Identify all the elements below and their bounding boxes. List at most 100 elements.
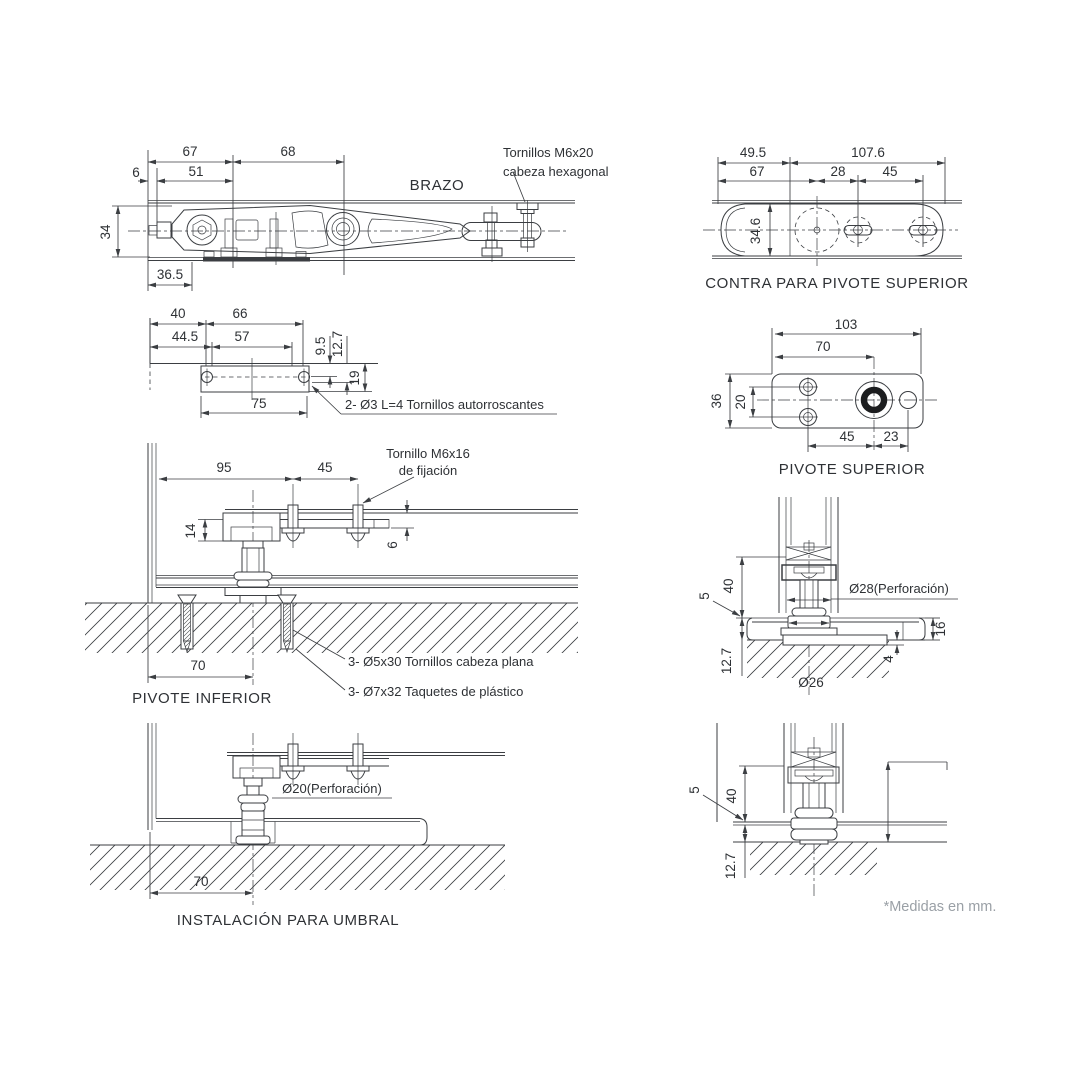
detinf-sill [736, 617, 926, 641]
placa-dimensions [149, 320, 557, 418]
arm-mount-bar [461, 200, 542, 262]
dim-4: 4 [881, 655, 896, 663]
view-title-pivote-inferior: PIVOTE INFERIOR [132, 690, 272, 707]
callout-tornillo-m6x16: Tornillo M6x16 [386, 446, 470, 461]
dim-45-pivsup: 45 [839, 429, 854, 444]
floor-screw-right [277, 594, 297, 654]
pivinf-fixing-bolts [281, 484, 370, 548]
arm-hex-bolt [186, 214, 218, 246]
detumb-bracket [787, 766, 840, 784]
detumb-bottom-rail [790, 747, 837, 768]
dim-28: 28 [830, 164, 845, 179]
dim-107-6: 107.6 [851, 145, 885, 160]
pivot-pin [860, 386, 888, 414]
dim-44-5: 44.5 [172, 329, 198, 344]
arm-pin [148, 221, 172, 239]
dim-45-pivinf: 45 [317, 460, 332, 475]
callout-de-fijacion: de fijación [399, 463, 458, 478]
dim-75: 75 [251, 396, 266, 411]
view-detalle-pivote-inferior: Ø28(Perforación) 5 40 12.7 16 4 Ø26 [697, 497, 958, 695]
dim-51: 51 [188, 164, 203, 179]
view-pivote-inferior: 95 45 14 6 70 Tornillo M6x16 de fijación… [85, 443, 578, 707]
dim-6: 6 [132, 165, 140, 180]
dim-23: 23 [883, 429, 898, 444]
dim-34-6: 34.6 [748, 218, 763, 244]
dim-20: 20 [733, 394, 748, 409]
view-title-umbral: INSTALACIÓN PARA UMBRAL [177, 912, 399, 929]
view-contra-pivote-superior: 49.5 107.6 67 28 45 34.6 CONTRA PARA PIV… [703, 145, 968, 292]
callout-tornillos-cabeza-plana: 3- Ø5x30 Tornillos cabeza plana [348, 654, 534, 669]
dim-70-pivinf: 70 [190, 658, 205, 673]
floor-hatch [85, 603, 578, 653]
dim-19: 19 [347, 370, 362, 385]
dim-12-7-detinf: 12.7 [719, 648, 734, 674]
callout-tornillos-m6x20: Tornillos M6x20 [503, 145, 593, 160]
units-note: *Medidas en mm. [884, 899, 997, 915]
umbral-sill [156, 818, 428, 846]
detumb-pivot-stack [790, 782, 838, 845]
dim-5-detumb: 5 [687, 786, 702, 794]
dim-67: 67 [182, 144, 197, 159]
dim-14: 14 [183, 523, 198, 539]
dim-36-5: 36.5 [157, 267, 183, 282]
dim-57: 57 [234, 329, 249, 344]
arm-outline [171, 204, 471, 255]
umbral-pivot-column [235, 733, 271, 905]
arm-base-plate [203, 257, 310, 262]
dim-66: 66 [232, 306, 247, 321]
label-perforacion-20: Ø20(Perforación) [282, 781, 382, 796]
dim-40-detinf: 40 [721, 578, 736, 593]
pivinf-bracket [222, 512, 390, 542]
brazo-dimensions [112, 150, 526, 291]
detinf-floor-hatch [747, 640, 889, 678]
dim-40-detumb: 40 [724, 788, 739, 803]
pivsup-side-hole [899, 391, 917, 409]
dim-34: 34 [98, 224, 113, 240]
umbral-dimensions [149, 797, 392, 899]
dim-68: 68 [280, 144, 295, 159]
pivot-circle-dashed [794, 207, 840, 253]
pivote-superior-plate [771, 373, 924, 429]
dim-6-track: 6 [385, 541, 400, 549]
pivot-pin-boss [855, 381, 893, 419]
dim-12-7-detumb: 12.7 [723, 853, 738, 879]
dim-103: 103 [835, 317, 858, 332]
label-diametro-26: Ø26 [798, 675, 824, 690]
umbral-bracket [232, 733, 389, 785]
view-detalle-umbral: 5 40 12.7 [687, 723, 948, 898]
pivinf-dimensions [147, 476, 415, 691]
umbral-floor-hatch [90, 845, 505, 890]
dim-95: 95 [216, 460, 231, 475]
detinf-pivot-stack [780, 579, 888, 646]
view-brazo: 67 68 6 51 34 36.5 BRAZO Tornillos M6x20… [98, 144, 609, 291]
dim-9-5: 9.5 [313, 337, 328, 356]
dim-49-5: 49.5 [740, 145, 766, 160]
view-instalacion-umbral: Ø20(Perforación) 70 INSTALACIÓN PARA UMB… [90, 723, 505, 929]
dim-45-contra: 45 [882, 164, 897, 179]
contra-dimensions [717, 157, 946, 257]
placa-body [200, 358, 310, 400]
view-title-contra: CONTRA PARA PIVOTE SUPERIOR [705, 275, 968, 292]
floor-screw-left [177, 594, 197, 654]
view-title-pivote-superior: PIVOTE SUPERIOR [779, 461, 926, 478]
callout-tornillos-autorroscantes: 2- Ø3 L=4 Tornillos autorroscantes [345, 397, 544, 412]
arm-pivot-boss [326, 212, 360, 246]
pivsup-screw-holes [798, 378, 818, 426]
dim-67-contra: 67 [749, 164, 764, 179]
detumb-dimensions [702, 761, 948, 878]
pivsup-dimensions [725, 328, 922, 452]
dim-5-detinf: 5 [697, 592, 712, 600]
pivinf-pivot-column [224, 490, 282, 685]
door-bottom-rail [785, 542, 832, 561]
label-perforacion-28: Ø28(Perforación) [849, 581, 949, 596]
dim-36: 36 [709, 393, 724, 408]
dim-70-pivsup: 70 [815, 339, 830, 354]
callout-cabeza-hexagonal: cabeza hexagonal [503, 164, 609, 179]
view-title-brazo: BRAZO [410, 177, 465, 194]
dim-40: 40 [170, 306, 185, 321]
view-placa-tornillos: 40 66 44.5 57 9.5 12.7 19 75 2- Ø3 L=4 T… [149, 306, 557, 418]
dim-16: 16 [933, 621, 948, 636]
callout-taquetes-plastico: 3- Ø7x32 Taquetes de plástico [348, 684, 523, 699]
dim-70-umbral: 70 [193, 874, 208, 889]
